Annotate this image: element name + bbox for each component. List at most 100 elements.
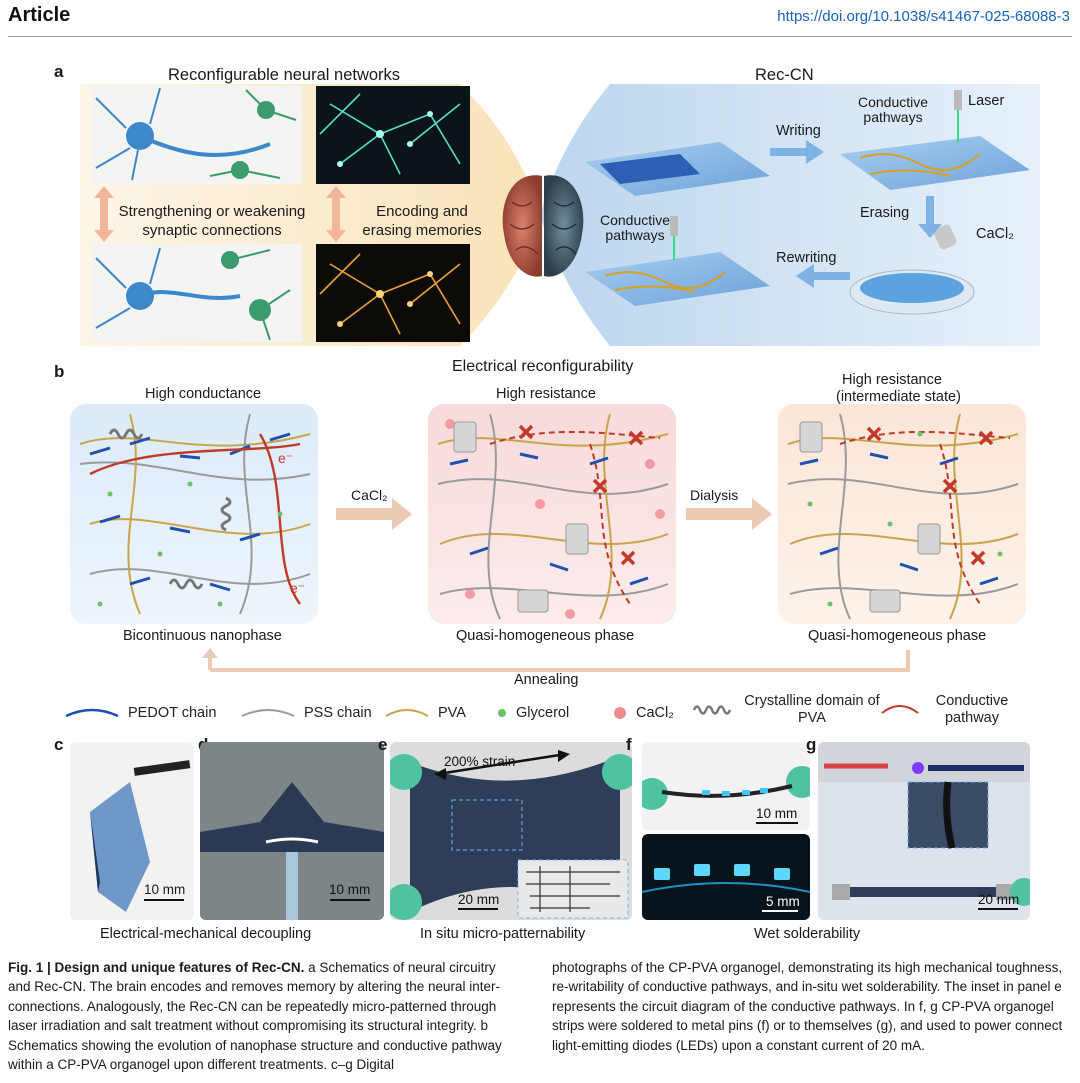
legend-pedot-label: PEDOT chain — [128, 705, 217, 721]
scale-label-e: 20 mm — [458, 892, 500, 907]
panel-f-label: f — [626, 735, 632, 754]
pss-swatch — [241, 709, 295, 717]
scale-bar-e — [458, 908, 498, 910]
state3-top2: (intermediate state) — [836, 389, 961, 405]
state3-box — [778, 404, 1026, 624]
legend-conductive: Conductive pathway — [880, 690, 1016, 730]
panel-b-graphic — [70, 404, 1026, 624]
photo-e-sample — [390, 750, 632, 920]
legend-cacl2: CaCl₂ — [612, 700, 674, 726]
conductive-pathways-bottom: Conductive pathways — [599, 212, 671, 243]
figure-caption-heading: Fig. 1 | Design and unique features of R… — [8, 960, 305, 975]
neuron-image-bottom — [92, 244, 302, 342]
dialysis-arrow-label: Dialysis — [690, 487, 739, 503]
scale-label-d: 10 mm — [329, 882, 371, 897]
photo-f-bottom: 5 mm — [642, 834, 810, 920]
erasing-label: Erasing — [860, 205, 910, 221]
scale-bar-f-bottom — [762, 910, 798, 912]
figure-caption-left: Fig. 1 | Design and unique features of R… — [8, 958, 518, 1074]
panel-a-graphic — [80, 84, 1040, 346]
scale-label-f-bottom: 5 mm — [766, 894, 800, 909]
dialysis-arrow — [686, 498, 772, 530]
photo-f-top: 10 mm — [642, 742, 810, 830]
state2-bottom: Quasi-homogeneous phase — [456, 628, 635, 644]
memory-text: Encoding and erasing memories — [362, 203, 482, 239]
legend-pva: PVA — [384, 700, 466, 726]
pva-swatch — [385, 709, 429, 717]
legend-glycerol: Glycerol — [496, 700, 569, 726]
legend-glycerol-label: Glycerol — [516, 705, 570, 721]
brain-illustration — [502, 175, 584, 277]
cacl2-arrow-label: CaCl₂ — [351, 487, 388, 503]
gel-sheet-written — [840, 90, 1030, 190]
panel-g-label: g — [806, 735, 817, 754]
legend-cacl2-label: CaCl₂ — [636, 705, 674, 721]
cacl2-label-a: CaCl₂ — [976, 226, 1014, 242]
panel-a-label: a — [54, 62, 64, 81]
state2-top: High resistance — [496, 386, 596, 402]
panel-a-left-title: Reconfigurable neural networks — [168, 66, 401, 84]
panel-c-label: c — [54, 735, 64, 754]
scale-bar-f-top — [756, 822, 798, 824]
electron-label-bottom: e⁻ — [290, 580, 306, 596]
memory-double-arrow — [326, 186, 346, 242]
rewriting-arrow — [796, 264, 850, 288]
petri-dish — [849, 224, 975, 315]
figure-caption-right: photographs of the CP-PVA organogel, dem… — [552, 960, 1063, 1053]
state3-bottom: Quasi-homogeneous phase — [808, 628, 987, 644]
state1-bottom: Bicontinuous nanophase — [123, 628, 282, 644]
legend-crystalline-label: Crystalline domain of PVA — [744, 693, 880, 726]
state1-top: High conductance — [145, 386, 262, 402]
writing-arrow — [770, 140, 824, 164]
gel-sheet-initial — [585, 142, 770, 196]
scale-label-c: 10 mm — [144, 882, 186, 897]
panel-b-title: Electrical reconfigurability — [452, 358, 634, 375]
photo-c-sample — [90, 760, 191, 912]
cacl2-swatch — [614, 707, 626, 719]
legend-pedot: PEDOT chain — [64, 700, 216, 726]
synapse-text: Strengthening or weakening synaptic conn… — [118, 203, 306, 239]
photo-e: 20 mm 200% strain — [390, 742, 632, 920]
state2-box — [428, 404, 676, 624]
glycerol-swatch — [498, 709, 506, 717]
electron-label-top: e⁻ — [278, 450, 294, 466]
pedot-swatch — [65, 708, 119, 718]
synapse-double-arrow — [94, 186, 114, 242]
caption-cd: Electrical-mechanical decoupling — [100, 926, 312, 942]
state3-top: High resistance — [842, 372, 942, 388]
photo-f-top-sample — [642, 766, 810, 810]
caption-e: In situ micro-patternability — [420, 926, 586, 942]
photo-g: 20 mm — [818, 742, 1030, 920]
strain-label: 200% strain — [444, 754, 516, 769]
conductive-swatch — [881, 705, 919, 714]
writing-label: Writing — [776, 123, 821, 139]
photo-d: 10 mm — [200, 742, 384, 920]
neuron-image-top — [92, 86, 302, 184]
legend-pss-label: PSS chain — [304, 705, 372, 721]
photo-g-sample — [818, 742, 1030, 906]
scale-bar-d — [330, 899, 370, 901]
network-image-bottom — [316, 244, 470, 342]
cacl2-arrow — [336, 498, 412, 530]
header-rule — [8, 36, 1072, 37]
panel-e-label: e — [378, 735, 388, 754]
scale-label-f-top: 10 mm — [756, 806, 798, 821]
scale-label-g: 20 mm — [978, 892, 1020, 907]
annealing-label: Annealing — [514, 672, 579, 688]
figure-caption-left-text: a Schematics of neural circuitry and Rec… — [8, 960, 502, 1073]
rewriting-label: Rewriting — [776, 250, 837, 266]
caption-fg: Wet solderability — [754, 926, 861, 942]
legend-crystalline: Crystalline domain of PVA — [692, 690, 880, 730]
scale-bar-c — [144, 899, 184, 901]
panel-a-right-title: Rec-CN — [755, 66, 814, 84]
laser-label: Laser — [968, 93, 1005, 109]
doi-link[interactable]: https://doi.org/10.1038/s41467-025-68088… — [777, 8, 1070, 25]
photo-c: 10 mm — [70, 742, 194, 920]
conductive-pathways-top: Conductive pathways — [857, 94, 929, 125]
legend-pss: PSS chain — [240, 700, 372, 726]
annealing-arrow — [202, 648, 910, 672]
photo-d-sample — [200, 742, 384, 920]
legend-conductive-label: Conductive pathway — [935, 693, 1009, 726]
scale-bar-g — [978, 908, 1018, 910]
photo-f-bottom-sample — [642, 864, 810, 893]
